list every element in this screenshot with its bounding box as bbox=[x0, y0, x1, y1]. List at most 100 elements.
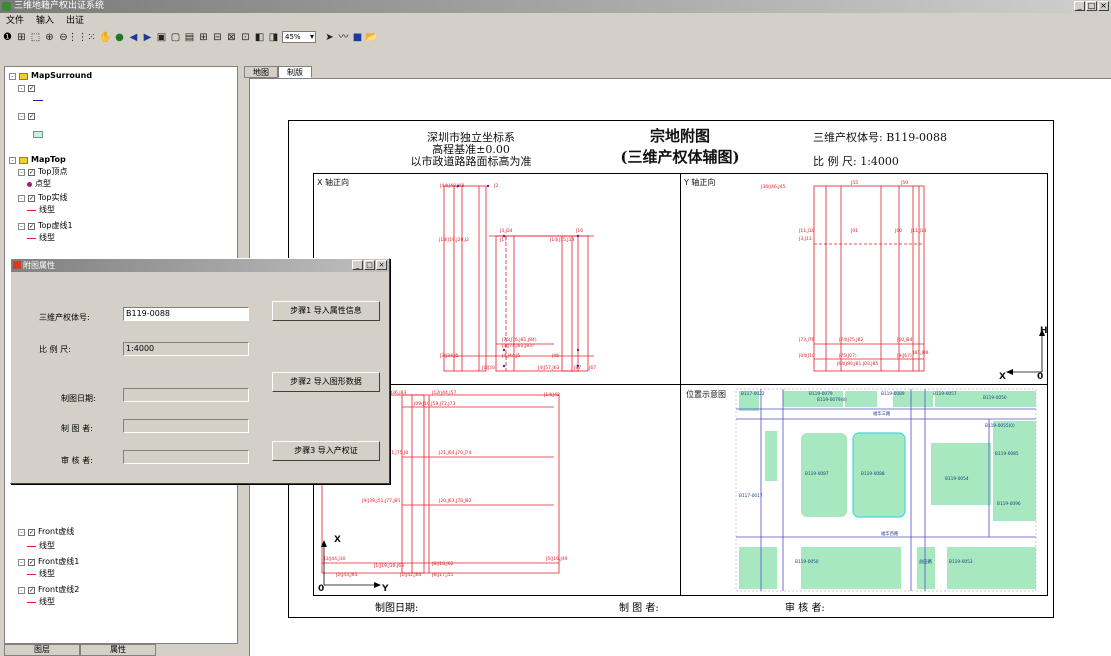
tree-item[interactable]: -✓ bbox=[18, 83, 38, 93]
scale-field[interactable]: 1:4000 bbox=[123, 342, 249, 356]
forward-icon[interactable]: ▶ bbox=[143, 31, 152, 43]
tree-item[interactable]: 线型 bbox=[27, 233, 55, 243]
tree-item[interactable]: -✓ bbox=[18, 111, 38, 121]
cad-label: J04(J10 bbox=[798, 353, 815, 359]
tab-layout[interactable]: 制版 bbox=[278, 66, 312, 78]
map-parcel bbox=[765, 431, 777, 481]
maximize-button[interactable]: □ bbox=[1086, 1, 1097, 11]
line-symbol-icon bbox=[27, 573, 36, 575]
tree-item[interactable]: 线型 bbox=[27, 541, 55, 551]
fixed-zoom-in-icon[interactable]: ⋮⋮ bbox=[67, 31, 88, 43]
tree-item[interactable]: -MapTop bbox=[9, 155, 66, 165]
line-symbol-icon bbox=[27, 209, 36, 211]
menu-certify[interactable]: 出证 bbox=[66, 16, 85, 26]
tree-item[interactable]: -✓Front虚线1 bbox=[18, 557, 79, 567]
import-attributes-button[interactable]: 步骤1 导入属性信息 bbox=[272, 301, 380, 321]
fixed-zoom-out-icon[interactable]: ⁙ bbox=[87, 31, 96, 43]
tab-layers[interactable]: 图层 bbox=[4, 644, 80, 656]
page-zoom-out-icon[interactable]: ⊟ bbox=[213, 31, 222, 43]
dialog-minimize-button[interactable]: _ bbox=[352, 260, 363, 270]
zoom-box-icon[interactable]: ⬚ bbox=[30, 31, 41, 43]
view-tabs: 地图 制版 bbox=[244, 66, 312, 78]
save-icon[interactable]: ■ bbox=[352, 31, 363, 43]
author-field[interactable] bbox=[123, 419, 249, 433]
date-field[interactable] bbox=[123, 388, 249, 402]
expand-icon[interactable]: - bbox=[9, 72, 16, 80]
tree-item[interactable]: -✓Top实线 bbox=[18, 193, 68, 203]
hand-icon[interactable]: ✋ bbox=[99, 31, 112, 43]
expand-icon[interactable]: - bbox=[18, 558, 25, 566]
tree-item[interactable]: 线型 bbox=[27, 569, 55, 579]
checkbox[interactable]: ✓ bbox=[28, 586, 35, 594]
dialog-maximize-button[interactable]: □ bbox=[364, 260, 375, 270]
checkbox[interactable]: ✓ bbox=[28, 84, 35, 92]
page-zoom-in-icon[interactable]: ⊞ bbox=[199, 31, 208, 43]
sheet-title: 宗地附图 bbox=[649, 127, 710, 145]
app-icon bbox=[2, 2, 11, 11]
select-features-icon[interactable]: ▣ bbox=[156, 31, 167, 43]
clear-select-icon[interactable]: ▢ bbox=[170, 31, 181, 43]
tree-item[interactable] bbox=[27, 129, 46, 139]
tree-item[interactable]: -✓Top顶点 bbox=[18, 167, 68, 177]
map-parcel bbox=[801, 547, 901, 589]
info-icon[interactable]: ❶ bbox=[3, 31, 12, 43]
cad-label: J3(J74,J82,J83) bbox=[501, 343, 534, 349]
zoom-select[interactable]: 45% bbox=[282, 31, 316, 43]
back-icon[interactable]: ◀ bbox=[129, 31, 138, 43]
tree-item[interactable]: 线型 bbox=[27, 597, 55, 607]
expand-icon[interactable]: - bbox=[18, 194, 25, 202]
expand-icon[interactable]: - bbox=[9, 156, 16, 164]
cad-label: B117-0017 bbox=[739, 493, 763, 499]
expand-icon[interactable]: - bbox=[18, 586, 25, 594]
checkbox[interactable]: ✓ bbox=[28, 168, 35, 176]
checkbox[interactable]: ✓ bbox=[28, 194, 35, 202]
tab-properties[interactable]: 属性 bbox=[80, 644, 156, 656]
map-parcel bbox=[893, 391, 933, 407]
menu-input[interactable]: 输入 bbox=[36, 16, 55, 26]
page-full-icon[interactable]: ⊠ bbox=[227, 31, 236, 43]
cad-polygon bbox=[321, 394, 560, 574]
line-icon[interactable]: 〰 bbox=[338, 31, 349, 43]
reviewer-field[interactable] bbox=[123, 450, 249, 464]
checkbox[interactable]: ✓ bbox=[28, 528, 35, 536]
tree-item[interactable]: 线型 bbox=[27, 205, 55, 215]
expand-icon[interactable]: - bbox=[18, 168, 25, 176]
tree-item[interactable]: -✓Front虚线 bbox=[18, 527, 74, 537]
minimize-button[interactable]: _ bbox=[1074, 1, 1085, 11]
tree-item[interactable]: -MapSurround bbox=[9, 71, 92, 81]
cad-label: B119-0079 bbox=[809, 391, 833, 397]
tree-item[interactable]: -✓Front虚线2 bbox=[18, 585, 79, 595]
zoom-in-icon[interactable]: ⊕ bbox=[45, 31, 54, 43]
expand-icon[interactable]: - bbox=[18, 112, 25, 120]
close-button[interactable]: × bbox=[1098, 1, 1109, 11]
expand-icon[interactable]: - bbox=[18, 222, 25, 230]
tree-item[interactable] bbox=[27, 95, 46, 105]
page-forward-icon[interactable]: ◨ bbox=[268, 31, 279, 43]
page-back-icon[interactable]: ◧ bbox=[254, 31, 265, 43]
zoom-out-icon[interactable]: ⊖ bbox=[59, 31, 68, 43]
pan-icon[interactable]: ⊞ bbox=[17, 31, 26, 43]
import-certificate-button[interactable]: 步骤3 导入产权证 bbox=[272, 441, 380, 461]
pointer-icon[interactable]: ➤ bbox=[325, 31, 334, 43]
tree-item[interactable]: 点型 bbox=[27, 179, 51, 189]
import-graphics-button[interactable]: 步骤2 导入图形数据 bbox=[272, 372, 380, 392]
property-id-field[interactable]: B119-0088 bbox=[123, 307, 249, 321]
property-id-label: 三维产权体号: bbox=[39, 313, 90, 322]
tab-map[interactable]: 地图 bbox=[244, 66, 278, 78]
expand-icon[interactable]: - bbox=[18, 528, 25, 536]
page-1to1-icon[interactable]: ⊡ bbox=[241, 31, 250, 43]
tree-item[interactable]: -✓Top虚线1 bbox=[18, 221, 73, 231]
arrow-up bbox=[321, 540, 327, 547]
globe-icon[interactable]: ● bbox=[115, 31, 124, 43]
tree-item-label: Top顶点 bbox=[38, 167, 68, 176]
page-icon[interactable]: ▤ bbox=[184, 31, 195, 43]
expand-icon[interactable]: - bbox=[18, 84, 25, 92]
checkbox[interactable]: ✓ bbox=[28, 112, 35, 120]
checkbox[interactable]: ✓ bbox=[28, 558, 35, 566]
open-icon[interactable]: 📂 bbox=[365, 31, 378, 43]
menu-file[interactable]: 文件 bbox=[6, 16, 25, 26]
checkbox[interactable]: ✓ bbox=[28, 222, 35, 230]
dialog-close-button[interactable]: × bbox=[376, 260, 387, 270]
cad-label: J2 bbox=[493, 183, 498, 189]
